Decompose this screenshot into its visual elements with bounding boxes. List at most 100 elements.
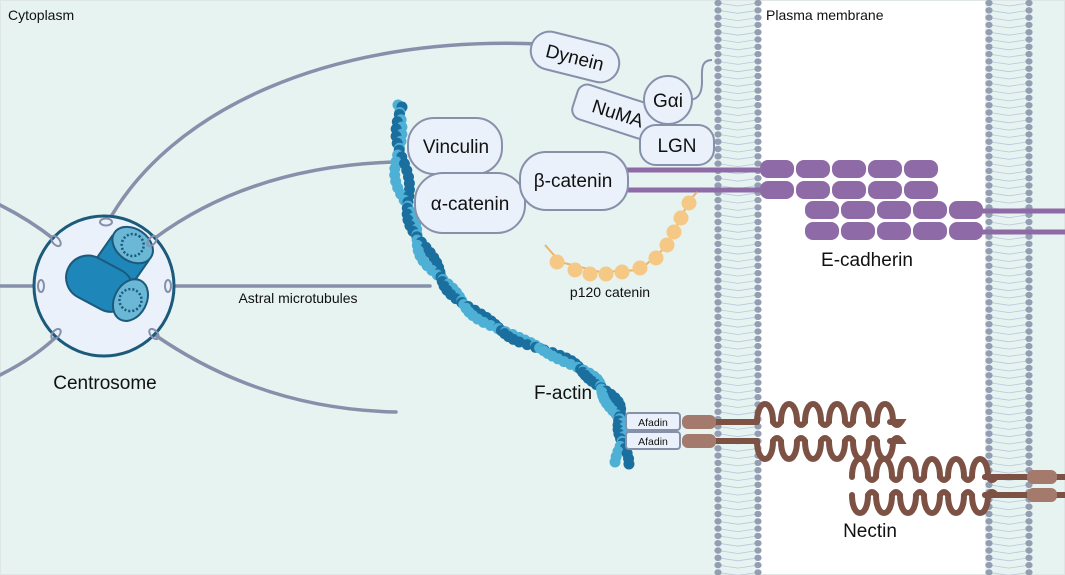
lipid-head bbox=[1025, 0, 1033, 7]
lipid-head bbox=[985, 233, 993, 240]
lipid-head bbox=[714, 182, 722, 189]
nectin-label: Nectin bbox=[843, 521, 897, 542]
lipid-head bbox=[714, 532, 722, 540]
p120-bead bbox=[659, 237, 675, 253]
nectin bbox=[682, 401, 1065, 516]
lipid-head bbox=[985, 138, 993, 145]
lipid-head bbox=[754, 58, 762, 65]
lipid-head bbox=[1025, 554, 1033, 561]
lipid-head bbox=[1025, 415, 1033, 423]
lipid-head bbox=[714, 72, 722, 80]
lipid-head bbox=[985, 145, 993, 153]
lipid-head bbox=[754, 138, 762, 145]
lipid-head bbox=[754, 116, 762, 124]
lipid-head bbox=[1025, 109, 1033, 116]
lipid-head bbox=[985, 7, 993, 14]
lipid-head bbox=[754, 131, 762, 138]
lipid-head bbox=[754, 14, 762, 21]
lipid-head bbox=[985, 569, 993, 575]
lipid-head bbox=[714, 131, 722, 138]
lipid-head bbox=[1025, 459, 1033, 467]
lipid-head bbox=[754, 72, 762, 80]
lipid-head bbox=[754, 145, 762, 153]
lipid-head bbox=[754, 291, 762, 299]
lipid-head bbox=[714, 87, 722, 94]
lipid-head bbox=[985, 109, 993, 116]
lipid-head bbox=[754, 240, 762, 248]
plasma-membrane-left bbox=[714, 0, 762, 575]
lipid-head bbox=[754, 80, 762, 87]
lipid-head bbox=[714, 269, 722, 277]
lipid-head bbox=[754, 364, 762, 372]
lipid-head bbox=[1025, 189, 1033, 196]
lipid-head bbox=[1025, 14, 1033, 21]
lipid-head bbox=[985, 218, 993, 226]
lipid-head bbox=[1025, 335, 1033, 342]
lipid-head bbox=[1025, 255, 1033, 262]
p120-bead bbox=[567, 262, 583, 278]
lipid-head bbox=[754, 496, 762, 503]
lipid-head bbox=[714, 50, 722, 58]
dynein-protein bbox=[529, 30, 621, 84]
lipid-head bbox=[985, 554, 993, 561]
lipid-head bbox=[714, 291, 722, 299]
lipid-head bbox=[754, 350, 762, 357]
lipid-head bbox=[754, 481, 762, 488]
lipid-head bbox=[714, 481, 722, 488]
lipid-head bbox=[985, 29, 993, 36]
cadherin-domain bbox=[949, 201, 983, 219]
f-actin-filament bbox=[389, 99, 635, 470]
lipid-head bbox=[714, 14, 722, 21]
lipid-head bbox=[985, 277, 993, 284]
lipid-head bbox=[714, 430, 722, 437]
lipid-head bbox=[754, 211, 762, 218]
lipid-head bbox=[1025, 145, 1033, 153]
lipid-head bbox=[714, 350, 722, 357]
lipid-head bbox=[1025, 357, 1033, 364]
lipid-head bbox=[754, 94, 762, 102]
lipid-head bbox=[985, 43, 993, 50]
lipid-head bbox=[754, 299, 762, 306]
lipid-head bbox=[1025, 7, 1033, 14]
cadherin-domain bbox=[868, 160, 902, 178]
lipid-head bbox=[714, 7, 722, 14]
lipid-head bbox=[754, 182, 762, 189]
lipid-head bbox=[714, 248, 722, 255]
lipid-head bbox=[714, 408, 722, 415]
lipid-head bbox=[1025, 116, 1033, 124]
lipid-head bbox=[985, 36, 993, 43]
lipid-head bbox=[1025, 50, 1033, 58]
lipid-head bbox=[754, 459, 762, 467]
p120-bead bbox=[598, 266, 614, 282]
actin-monomer bbox=[609, 456, 621, 468]
lipid-head bbox=[985, 547, 993, 554]
cadherin-domain bbox=[949, 222, 983, 240]
lipid-head bbox=[985, 21, 993, 29]
lipid-head bbox=[754, 262, 762, 269]
lipid-head bbox=[754, 430, 762, 437]
lipid-head bbox=[714, 364, 722, 372]
lipid-head bbox=[1025, 262, 1033, 269]
lipid-head bbox=[754, 7, 762, 14]
lipid-head bbox=[1025, 445, 1033, 452]
lipid-head bbox=[714, 145, 722, 153]
lipid-head bbox=[1025, 430, 1033, 437]
lipid-head bbox=[985, 342, 993, 350]
lipid-head bbox=[1025, 525, 1033, 532]
lipid-head bbox=[714, 262, 722, 269]
lipid-head bbox=[985, 262, 993, 269]
lipid-head bbox=[714, 299, 722, 306]
lipid-head bbox=[714, 94, 722, 102]
galphai-anchor bbox=[687, 59, 713, 101]
lipid-head bbox=[1025, 306, 1033, 313]
lipid-head bbox=[754, 204, 762, 211]
lipid-head bbox=[754, 269, 762, 277]
lipid-head bbox=[714, 29, 722, 36]
lipid-head bbox=[754, 36, 762, 43]
lipid-head bbox=[714, 518, 722, 525]
centrosome bbox=[32, 214, 176, 358]
lipid-head bbox=[714, 561, 722, 569]
p120-bead bbox=[666, 224, 682, 240]
lipid-head bbox=[1025, 299, 1033, 306]
microtubule bbox=[0, 336, 57, 377]
